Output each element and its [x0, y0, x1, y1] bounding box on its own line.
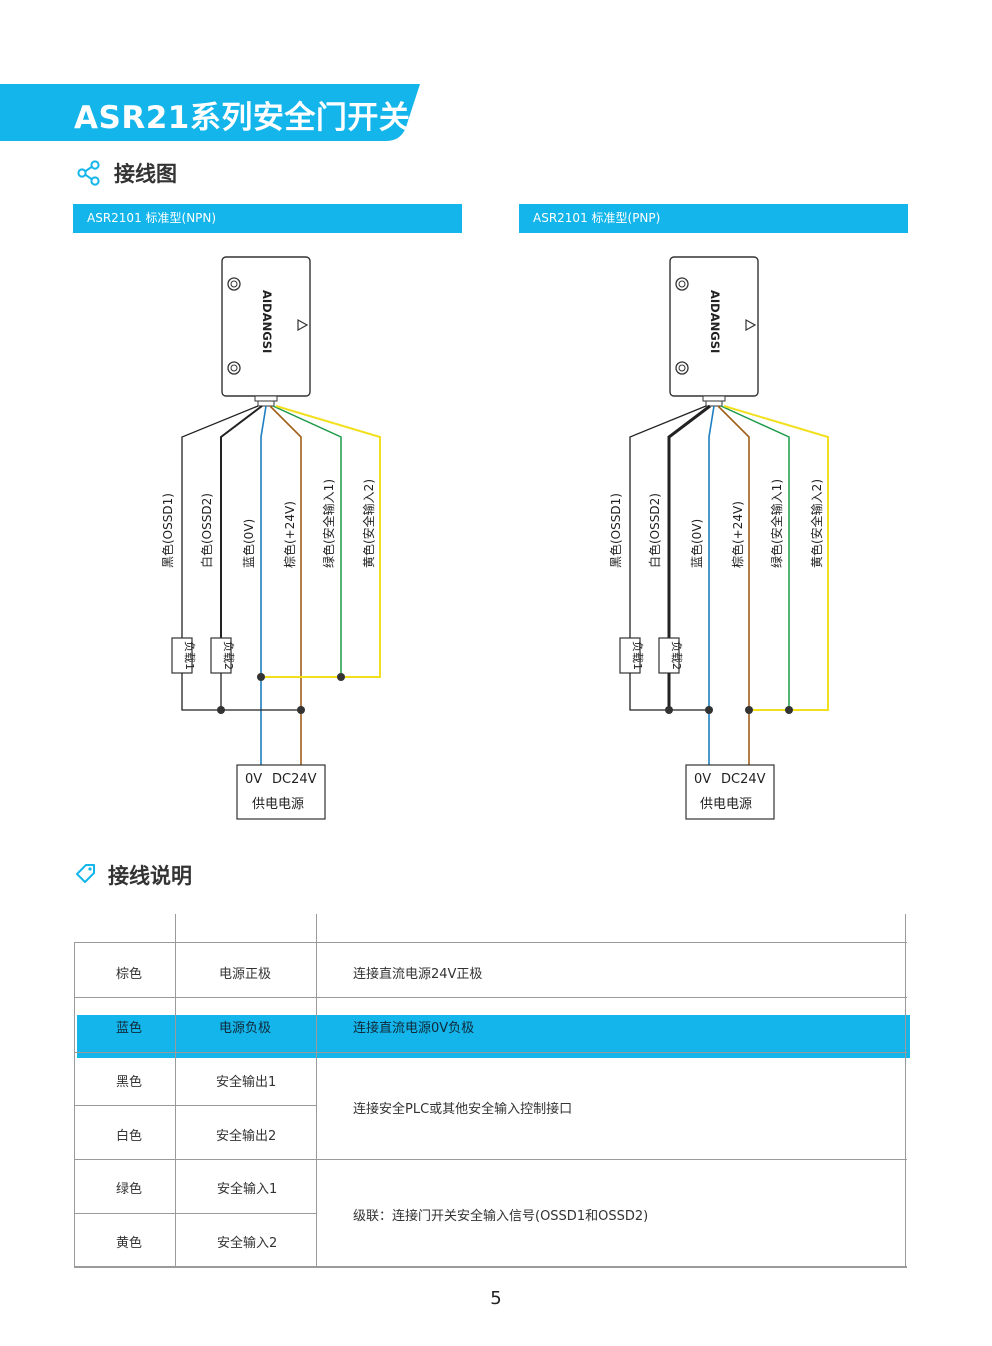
- table-cell-function: 安全输入1: [217, 1182, 278, 1197]
- tag-icon: [76, 864, 95, 883]
- pnp-psu-24v: DC24V: [721, 772, 766, 787]
- pnp-wire-green: [720, 405, 790, 710]
- page-number: 5: [490, 1288, 502, 1309]
- pnp-psu-0v: 0V: [694, 772, 711, 787]
- npn-diagram: AIDANGSI 负载1 负载2 黑色(OSSD1) 白色(OSSD2) 蓝色(…: [161, 256, 381, 820]
- npn-wire-white: [220, 405, 263, 638]
- npn-wire-green: [272, 405, 342, 677]
- table-cell-description: 连接安全PLC或其他安全输入控制接口: [353, 1102, 573, 1117]
- pnp-screw-top-icon: [675, 277, 689, 291]
- table-cell-function: 安全输出1: [216, 1075, 277, 1090]
- wiring-diagrams: AIDANGSI 负载1 负载2 黑色(OSSD1) 白色(OSSD2) 蓝色(…: [161, 256, 829, 820]
- table-cell-color: 棕色: [116, 967, 143, 982]
- diagram-bar-npn: ASR2101 标准型(NPN): [73, 204, 462, 233]
- npn-wire-label-black: 黑色(OSSD1): [161, 493, 175, 568]
- npn-screw-top-icon: [227, 277, 241, 291]
- npn-wire-label-brown: 棕色(+24V): [282, 501, 297, 568]
- npn-wire-blue: [260, 405, 267, 765]
- npn-power-supply: [236, 764, 326, 820]
- npn-arrow-mark-icon: [297, 318, 309, 332]
- pnp-wire-black: [629, 405, 707, 638]
- npn-wire-brown: [269, 405, 302, 765]
- npn-brand-label: AIDANGSI: [260, 290, 274, 353]
- table-cell-function: 安全输入2: [217, 1236, 278, 1251]
- pnp-wire-blue: [708, 405, 715, 765]
- pnp-load-2-label: 负载2: [670, 641, 684, 670]
- table-cell-function: 电源负极: [219, 1021, 272, 1036]
- wiring-table: [74, 914, 907, 1268]
- pnp-wire-brown: [717, 405, 750, 765]
- pnp-screw-bottom-icon: [675, 361, 689, 375]
- npn-screw-bottom-icon: [227, 361, 241, 375]
- pnp-diagram: AIDANGSI 负载1 负载2 黑色(OSSD1) 白色(OSSD2) 蓝色(…: [609, 256, 829, 820]
- pnp-power-supply: [685, 764, 775, 820]
- pnp-wire-white: [667, 404, 711, 638]
- header-banner: [0, 84, 420, 141]
- table-cell-description: 连接直流电源24V正极: [353, 967, 483, 982]
- pnp-wire-label-blue: 蓝色(0V): [690, 519, 704, 568]
- diagram-bar-pnp: ASR2101 标准型(PNP): [519, 204, 908, 233]
- pnp-arrow-mark-icon: [745, 318, 757, 332]
- npn-wire-label-green: 绿色(安全输入1): [321, 479, 336, 568]
- page-title: ASR21系列安全门开关: [74, 100, 411, 136]
- pnp-psu-label: 供电电源: [700, 797, 752, 812]
- npn-load-2-label: 负载2: [222, 641, 236, 670]
- pnp-wire-label-white: 白色(OSSD2): [647, 493, 662, 568]
- table-cell-color: 蓝色: [116, 1021, 143, 1036]
- table-row-highlight: [77, 1015, 910, 1058]
- share-icon: [77, 160, 100, 186]
- npn-wire-label-yellow: 黄色(安全输入2): [361, 479, 376, 568]
- section-heading-wiring-notes: 接线说明: [108, 864, 192, 888]
- npn-wire-yellow: [261, 405, 381, 678]
- npn-psu-0v: 0V: [245, 772, 262, 787]
- pnp-wire-label-yellow: 黄色(安全输入2): [809, 479, 824, 568]
- npn-wire-label-white: 白色(OSSD2): [199, 493, 214, 568]
- pnp-wire-label-brown: 棕色(+24V): [730, 501, 745, 568]
- npn-psu-24v: DC24V: [272, 772, 317, 787]
- table-cell-function: 安全输出2: [216, 1129, 277, 1144]
- table-cell-description: 级联：连接门开关安全输入信号(OSSD1和OSSD2): [353, 1209, 649, 1224]
- table-cell-color: 绿色: [116, 1182, 143, 1197]
- npn-psu-label: 供电电源: [252, 797, 304, 812]
- npn-load-1-label: 负载1: [183, 641, 197, 670]
- table-cell-color: 白色: [116, 1129, 143, 1144]
- pnp-load-1-label: 负载1: [631, 641, 645, 670]
- npn-wire-label-blue: 蓝色(0V): [242, 519, 256, 568]
- npn-wire-black: [181, 405, 259, 638]
- section-heading-wiring-diagram: 接线图: [114, 162, 177, 186]
- pnp-wire-label-green: 绿色(安全输入1): [769, 479, 784, 568]
- pnp-wire-label-black: 黑色(OSSD1): [609, 493, 623, 568]
- table-cell-function: 电源正极: [219, 967, 272, 982]
- pnp-brand-label: AIDANGSI: [708, 290, 722, 353]
- table-cell-description: 连接直流电源0V负极: [353, 1021, 475, 1036]
- table-cell-color: 黄色: [116, 1236, 143, 1251]
- table-cell-color: 黑色: [116, 1075, 143, 1090]
